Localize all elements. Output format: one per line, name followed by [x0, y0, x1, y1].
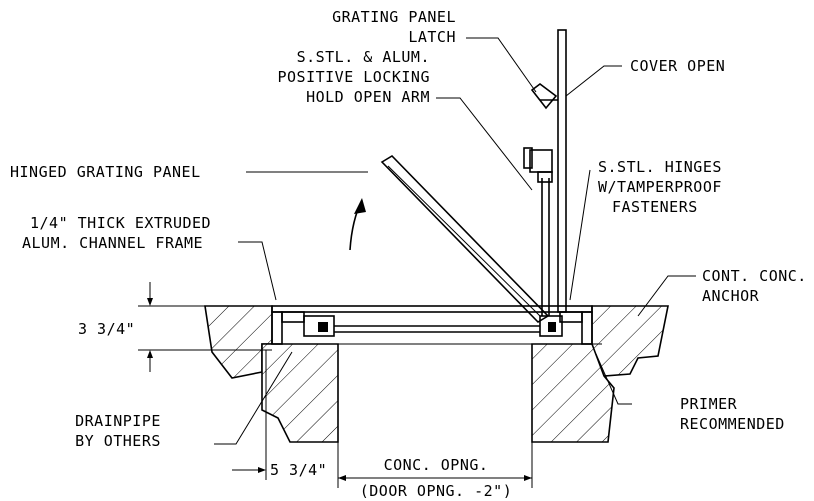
concrete-block-right [531, 343, 615, 443]
label-drainpipe-2: BY OTHERS [75, 432, 161, 450]
hinged-grating-panel [380, 154, 550, 324]
label-hinges-1: S.STL. HINGES [598, 158, 722, 176]
grating-latch [530, 83, 558, 110]
label-door-opng: (DOOR OPNG. -2") [360, 482, 513, 500]
label-frame-1: 1/4" THICK EXTRUDED [30, 214, 211, 232]
label-primer-2: RECOMMENDED [680, 415, 785, 433]
label-cover-open: COVER OPEN [630, 57, 725, 75]
label-anchor-2: ANCHOR [702, 287, 760, 305]
leader-lines [214, 37, 696, 445]
label-dim-depth: 3 3/4" [78, 320, 135, 338]
channel-frame [262, 305, 602, 345]
label-hold-open-3: HOLD OPEN ARM [306, 88, 430, 106]
label-hold-open-1: S.STL. & ALUM. [297, 48, 430, 66]
concrete-block-left [261, 343, 339, 443]
open-direction-arrow [349, 198, 366, 251]
label-hinges-2: W/TAMPERPROOF [598, 178, 722, 196]
label-grating-latch-1: GRATING PANEL [332, 8, 456, 26]
label-conc-opng: CONC. OPNG. [384, 456, 489, 474]
label-primer-1: PRIMER [680, 395, 738, 413]
cover-open-panel [557, 29, 567, 313]
label-dim-offset: 5 3/4" [270, 461, 327, 479]
label-grating-latch-2: LATCH [408, 28, 456, 46]
concrete-slab-right [591, 305, 669, 377]
dimension-lines [138, 282, 533, 488]
concrete-slab-left [204, 305, 273, 379]
label-hold-open-2: POSITIVE LOCKING [278, 68, 431, 86]
label-drainpipe-1: DRAINPIPE [75, 412, 161, 430]
label-hinged-grating: HINGED GRATING PANEL [10, 163, 201, 181]
hold-open-arm [523, 147, 553, 316]
label-frame-2: ALUM. CHANNEL FRAME [22, 234, 203, 252]
label-anchor-1: CONT. CONC. [702, 267, 807, 285]
label-hinges-3: FASTENERS [612, 198, 698, 216]
